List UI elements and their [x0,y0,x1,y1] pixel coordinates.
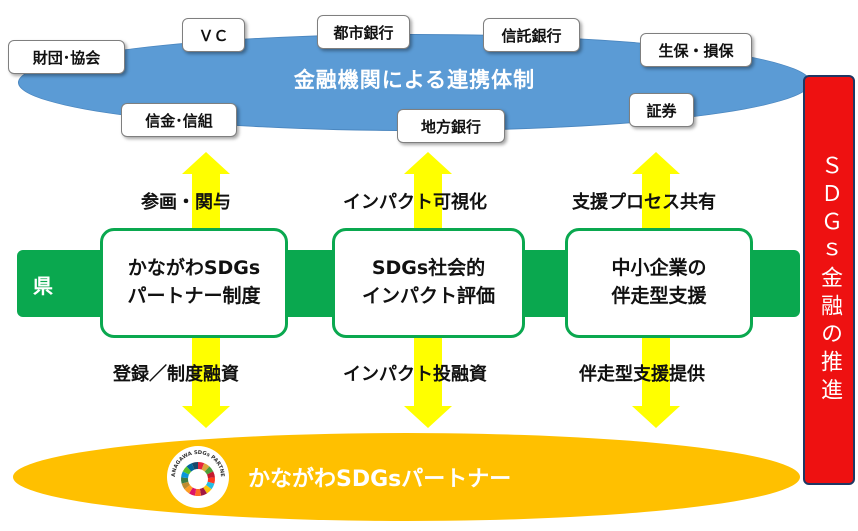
box-sme-support-line1: 中小企業の [611,257,707,280]
institution-securities: 証券 [629,93,694,127]
sdgs-finance-promotion-text: ＳＤＧｓ金融の推進 [817,154,842,406]
logo-wheel-segment [194,488,202,496]
logo-wheel-segment [184,485,193,494]
institution-regional-bank: 地方銀行 [397,109,505,143]
box-sme-support: 中小企業の 伴走型支援 [565,228,753,338]
logo-text: KANAGAWA SDGs PARTNER [165,442,225,478]
logo-wheel-segment [201,463,210,472]
sdgs-finance-promotion-bar: ＳＤＧｓ金融の推進 [803,75,855,485]
upper-label-impact-visualization: インパクト可視化 [343,192,487,213]
institution-trust-bank: 信託銀行 [483,18,580,52]
logo-wheel-segment [189,487,197,496]
logo-wheel-segment [199,487,207,496]
lower-label-support-provision: 伴走型支援提供 [579,364,705,385]
sdgs-partner-logo: KANAGAWA SDGs PARTNER [165,442,229,508]
institution-vc: ＶＣ [182,18,245,52]
institution-city-bank: 都市銀行 [317,15,410,49]
box-impact-evaluation-line1: SDGs社会的 [371,257,486,280]
logo-wheel-segment [181,477,189,484]
logo-wheel-segment [203,485,212,494]
prefecture-label: 県 [33,274,53,298]
box-partner-system: かながわSDGs パートナー制度 [100,228,288,338]
logo-wheel-segment [198,462,205,470]
sdgs-wheel-icon: KANAGAWA SDGs PARTNER [165,442,225,496]
box-partner-system-line1: かながわSDGs [127,257,261,280]
svg-text:KANAGAWA SDGs PARTNER: KANAGAWA SDGs PARTNER [167,446,225,478]
logo-wheel-segment [191,462,198,470]
box-impact-evaluation-line2: インパクト評価 [361,285,495,307]
logo-wheel-segment [186,463,195,472]
financial-institutions-title: 金融機関による連携体制 [293,68,536,92]
institution-shinkin: 信金･信組 [121,103,237,137]
institution-foundation: 財団･協会 [8,40,125,74]
upper-label-process-sharing: 支援プロセス共有 [572,192,716,213]
box-partner-system-line2: パートナー制度 [127,285,261,307]
partners-ellipse [13,433,800,521]
upper-label-participation: 参画・関与 [141,192,231,213]
logo-wheel-segment [207,477,215,484]
lower-label-impact-investment: インパクト投融資 [343,364,487,385]
logo-wheel-segment [204,466,214,475]
logo-wheel-segment [205,481,215,490]
partners-title: かながわSDGsパートナー [248,467,512,492]
lower-label-registration-loan: 登録／制度融資 [113,364,239,385]
logo-wheel-segment [182,466,192,475]
logo-wheel-segment [181,481,191,490]
box-sme-support-line2: 伴走型支援 [611,285,707,307]
logo-wheel-segment [206,471,215,479]
institution-insurance: 生保・損保 [640,33,752,67]
logo-wheel-segment [181,471,190,479]
box-impact-evaluation: SDGs社会的 インパクト評価 [332,228,525,338]
